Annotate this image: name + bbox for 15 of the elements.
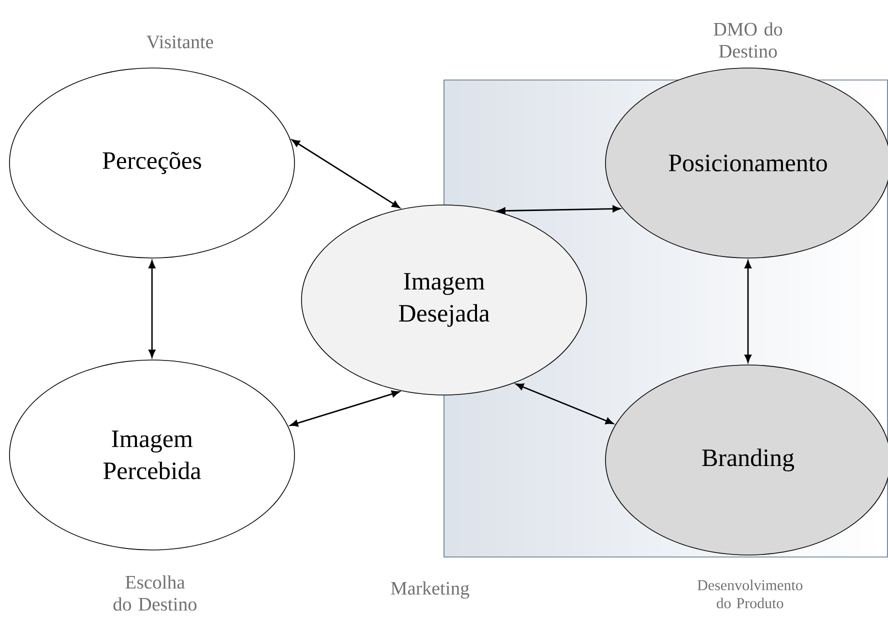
- text-label: Escolha do Destino: [113, 575, 196, 611]
- ellipse-node: Posicionamento: [605, 68, 888, 258]
- ellipse-node: Imagem Desejada: [301, 204, 587, 396]
- double-arrow: [292, 139, 400, 208]
- text-label: Desenvolvimento do Produto: [698, 580, 802, 608]
- ellipse-node: Perceções: [9, 68, 295, 258]
- text-label: Visitante: [146, 36, 214, 48]
- double-arrow: [744, 260, 752, 363]
- double-arrow: [516, 383, 614, 424]
- text-label: Marketing: [390, 581, 470, 599]
- ellipse-node: Imagem Percebida: [9, 360, 295, 550]
- ellipse-node: Branding: [605, 364, 888, 556]
- double-arrow: [497, 205, 621, 214]
- double-arrow: [148, 260, 156, 358]
- double-arrow: [290, 390, 400, 427]
